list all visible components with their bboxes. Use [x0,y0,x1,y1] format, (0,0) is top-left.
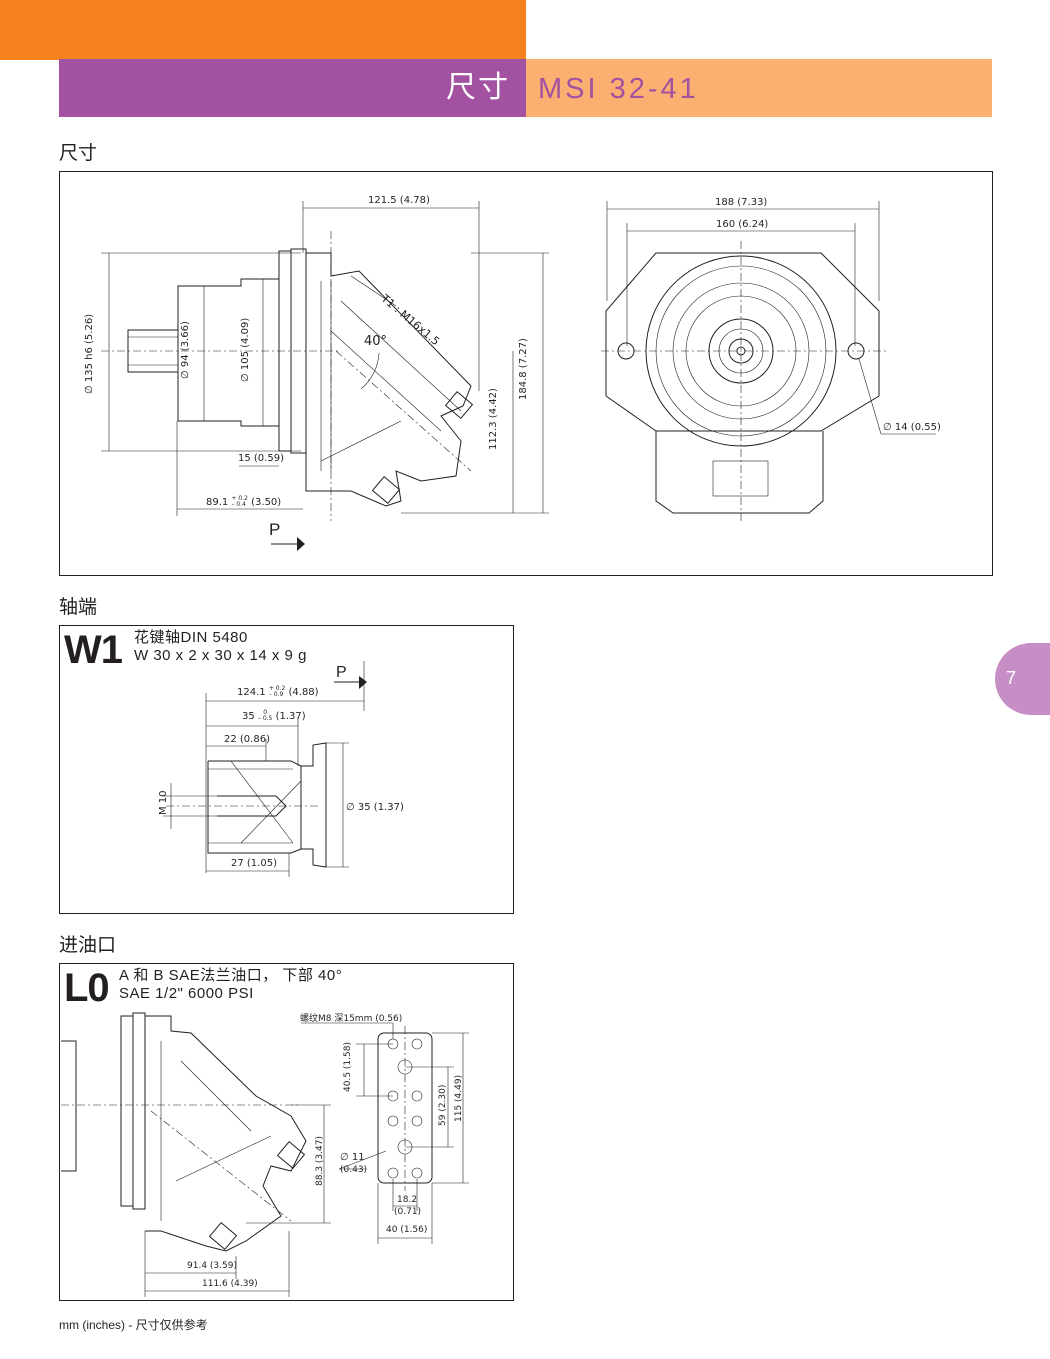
dim-105: ∅ 105 (4.09) [240,317,251,382]
dim-94: ∅ 94 (3.66) [180,321,191,379]
section-heading-dimensions: 尺寸 [59,142,98,164]
dim-14: ∅ 14 (0.55) [883,422,941,433]
dim-115: 115 (4.49) [454,1074,464,1122]
dim-35-value: 35 [242,711,255,722]
page-number-tab [995,643,1050,715]
dim-89-1-inches: (3.50) [251,497,282,508]
dim-35-inches: (1.37) [275,711,306,722]
shaft-desc-2: W 30 x 2 x 30 x 14 x 9 g [134,647,307,664]
p-marker: P [269,520,281,539]
dim-89-1-tol-up: + 0.2 [231,495,248,502]
dim-35-tol-low: – 0.5 [257,715,273,722]
angle-40: 40° [364,334,388,349]
header-orange-bar [0,0,526,60]
dim-40-5: 40.5 (1.58) [343,1042,353,1092]
page-number: 7 [1006,668,1017,688]
dim-188: 188 (7.33) [715,197,768,208]
dim-91-4: 91.4 (3.59) [187,1261,237,1271]
dim-135: ∅ 135 h6 (5.26) [84,313,95,394]
dim-18-2-inches: (0.71) [394,1207,422,1217]
shaft-panel: W1 花键轴DIN 5480 W 30 x 2 x 30 x 14 x 9 g [59,625,514,914]
dim-124-1-inches: (4.88) [288,687,319,698]
dim-18-2: 18.2 [397,1195,418,1205]
dim-124-1-tol-low: – 0.9 [268,691,284,698]
model-title: MSI 32-41 [538,73,699,105]
dim-59: 59 (2.30) [438,1084,448,1126]
dimensions-panel: 121.5 (4.78) T1 : M16x1.5 40° ∅ 135 h6 (… [59,171,993,576]
dim-22: 22 (0.86) [224,734,270,745]
dim-124-1: 124.1 + 0.2 – 0.9 (4.88) [237,685,319,699]
dim-40: 40 (1.56) [386,1225,428,1235]
dim-27: 27 (1.05) [231,858,277,869]
dim-111-6: 111.6 (4.39) [202,1279,258,1289]
inlet-desc-2: SAE 1/2" 6000 PSI [119,985,254,1002]
dim-11: ∅ 11 [340,1152,365,1163]
section-heading-shaft: 轴端 [59,596,98,618]
dim-dia-35: ∅ 35 (1.37) [346,802,404,813]
dim-35-tol-up: 0 [263,709,268,716]
dim-124-1-value: 124.1 [237,687,266,698]
header-peach-bar [526,59,992,117]
dim-15: 15 (0.59) [238,453,284,464]
shaft-code: W1 [64,628,123,672]
thread-m8: 螺纹M8 深15mm (0.56) [300,1014,403,1024]
dim-35: 35 0 – 0.5 (1.37) [242,709,306,723]
dim-121-5: 121.5 (4.78) [368,195,430,206]
inlet-drawing [61,1012,469,1297]
footnote: mm (inches) - 尺寸仅供参考 [59,1318,208,1332]
dim-112-3: 112.3 (4.42) [488,388,499,450]
dim-160: 160 (6.24) [716,219,769,230]
section-heading-inlet: 进油口 [59,934,117,956]
thread-m10: M 10 [158,790,169,815]
dim-184-8: 184.8 (7.27) [518,338,529,400]
dim-89-1: 89.1 + 0.2 – 0.4 (3.50) [206,495,282,509]
main-drawing [101,201,936,551]
shaft-p-marker: P [336,664,347,681]
page-title: 尺寸 [446,70,510,105]
dim-89-1-value: 89.1 [206,497,229,508]
shaft-desc-1: 花键轴DIN 5480 [134,629,248,646]
shaft-drawing [163,661,367,877]
dim-11-inches: (0.43) [340,1165,368,1175]
inlet-desc-1: A 和 B SAE法兰油口， 下部 40° [119,967,343,984]
dim-89-1-tol-low: – 0.4 [231,501,246,508]
dim-124-1-tol-up: + 0.2 [268,685,286,692]
inlet-panel: L0 A 和 B SAE法兰油口， 下部 40° SAE 1/2" 6000 P… [59,963,514,1301]
header-purple-bar [59,59,526,117]
dim-88-3: 88.3 (3.47) [315,1136,325,1186]
inlet-code: L0 [64,966,110,1010]
